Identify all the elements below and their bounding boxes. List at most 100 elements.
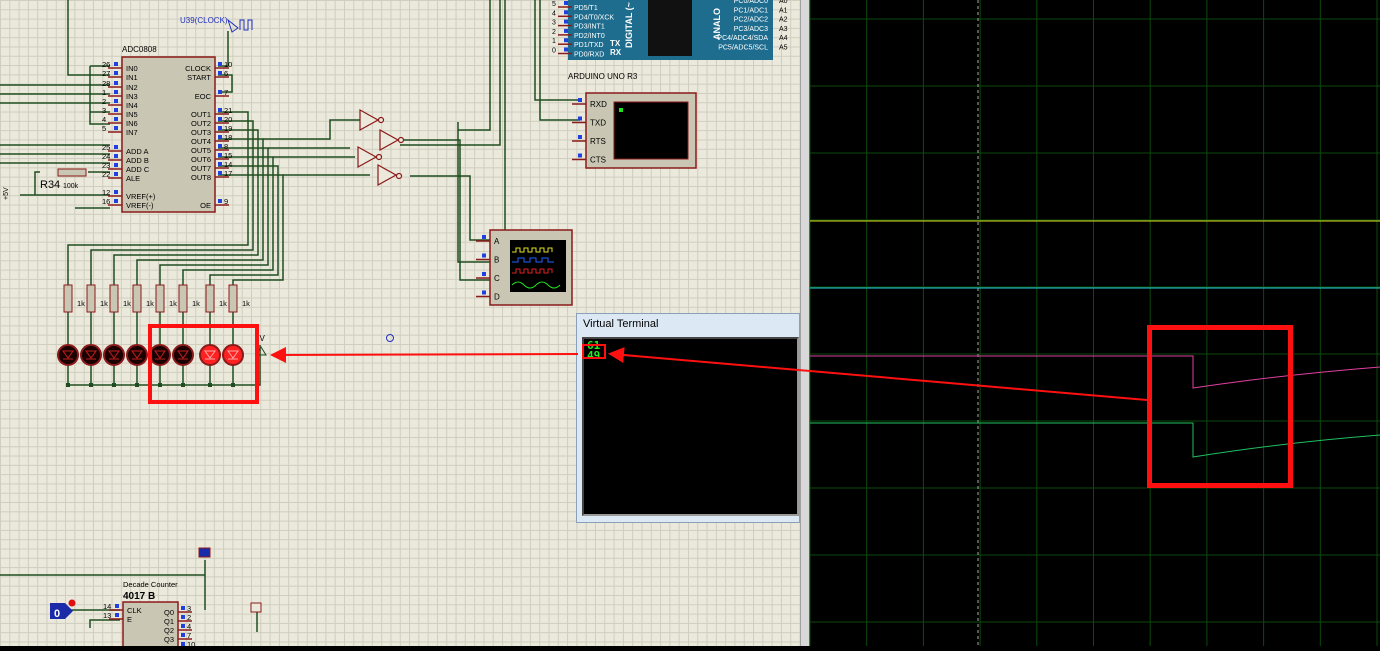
logic-indicator: [68, 599, 76, 607]
pin-label: B: [494, 256, 499, 265]
resistor-value: 1k: [123, 299, 131, 308]
led-resistor[interactable]: [205, 284, 215, 313]
tx-label: TX: [610, 39, 621, 48]
pin-label: OUT1: [191, 110, 211, 119]
pin-number: 12: [102, 188, 110, 197]
pin-number: 26: [102, 60, 110, 69]
logic-state-input[interactable]: [50, 603, 73, 619]
pin-number: 3: [187, 604, 191, 613]
arduino-uno[interactable]: 5PD5/T14PD4/T0/XCK3PD3/INT12PD2/INT01PD1…: [552, 0, 788, 81]
virtual-terminal-title: Virtual Terminal: [583, 318, 659, 330]
pin-label: ALE: [126, 174, 140, 183]
led-highlight-box: [148, 324, 259, 404]
pin-label: Q3: [164, 635, 174, 644]
led-on: [222, 344, 244, 366]
pin-number: 17: [224, 169, 232, 178]
pin-label: PD0/RXD: [574, 52, 604, 59]
led-icon: [154, 350, 166, 360]
pin-number: 16: [102, 197, 110, 206]
led-resistor[interactable]: [178, 284, 188, 313]
pin-number: 7: [224, 88, 228, 97]
logic-probe-icon: [198, 547, 211, 558]
pin-number: 3: [102, 106, 106, 115]
pin-label: D: [494, 293, 500, 302]
pin-label: EOC: [195, 92, 212, 101]
wires: [0, 0, 580, 632]
pin-label: OUT5: [191, 146, 211, 155]
pin-label: IN0: [126, 64, 138, 73]
pin-number: 1: [552, 38, 556, 45]
terminal-line: 49: [587, 349, 601, 362]
led-icon: [62, 350, 74, 360]
pin-label: RXD: [590, 100, 607, 109]
pin-label: IN3: [126, 92, 138, 101]
led-resistor[interactable]: [228, 284, 238, 313]
led-resistor[interactable]: [155, 284, 165, 313]
led-icon: [85, 350, 97, 360]
pin-number: 7: [187, 631, 191, 640]
virtual-terminal-window[interactable]: Virtual Terminal 61 49: [576, 313, 800, 523]
pin-number: 2: [102, 97, 106, 106]
pin-number: 2: [187, 613, 191, 622]
pin-label: START: [187, 73, 211, 82]
arduino-title: ARDUINO UNO R3: [568, 72, 638, 81]
terminal-line: 61: [587, 339, 601, 352]
pin-label: PD1/TXD: [574, 42, 604, 49]
trace-d: [810, 422, 1380, 458]
pin-label: OUT4: [191, 137, 211, 146]
led-supply-label: 5V: [255, 334, 265, 343]
logic-state-value: 0: [54, 608, 60, 620]
pin-label: VREF(-): [126, 201, 154, 210]
pin-label: PC4/ADC4/SDA: [717, 35, 768, 42]
resistor-value: 1k: [219, 299, 227, 308]
r34-resistor[interactable]: [57, 168, 87, 177]
pin-label: IN1: [126, 73, 138, 82]
pin-number: 2: [552, 29, 556, 36]
led-resistor[interactable]: [132, 284, 142, 313]
pane-splitter[interactable]: [800, 0, 810, 646]
led-icon: [108, 350, 120, 360]
pin-number: A1: [779, 7, 788, 14]
pin-label: Q0: [164, 608, 174, 617]
pin-number: 14: [224, 160, 232, 169]
led-resistor[interactable]: [86, 284, 96, 313]
pin-number: 20: [224, 115, 232, 124]
pin-number: 1: [102, 88, 106, 97]
pin-label: Q2: [164, 626, 174, 635]
pin-label: IN7: [126, 128, 138, 137]
led-resistor[interactable]: [63, 284, 73, 313]
waveform-highlight-box: [1147, 325, 1293, 488]
led-icon: [204, 350, 216, 360]
pin-number: 24: [102, 152, 110, 161]
value-highlight-box: [582, 344, 606, 359]
analog-label: ANALO: [712, 8, 722, 40]
vref-label: +5V: [3, 187, 10, 200]
pin-number: 4: [552, 10, 556, 17]
digital-label: DIGITAL (~: [624, 2, 634, 48]
pin-label: VREF(+): [126, 192, 156, 201]
pin-label: PC0/ADC0: [734, 0, 768, 5]
pin-number: 6: [224, 69, 228, 78]
led-off: [126, 344, 148, 366]
pin-label: CLK: [127, 606, 142, 615]
pin-number: A2: [779, 17, 788, 24]
clock-generator-label: U39(CLOCK): [180, 16, 228, 25]
pin-label: CTS: [590, 156, 606, 165]
pin-label: OUT3: [191, 128, 211, 137]
clock-generator-icon: [226, 18, 239, 33]
led-icon: [131, 350, 143, 360]
pin-number: 3: [552, 20, 556, 27]
pin-label: Q1: [164, 617, 174, 626]
pin-label: OUT6: [191, 155, 211, 164]
r34-label: R34: [40, 179, 60, 191]
virtual-terminal-screen[interactable]: 61 49: [582, 337, 799, 516]
pin-number: A4: [779, 35, 788, 42]
pin-number: A3: [779, 26, 788, 33]
led-resistor[interactable]: [109, 284, 119, 313]
led-off: [57, 344, 79, 366]
